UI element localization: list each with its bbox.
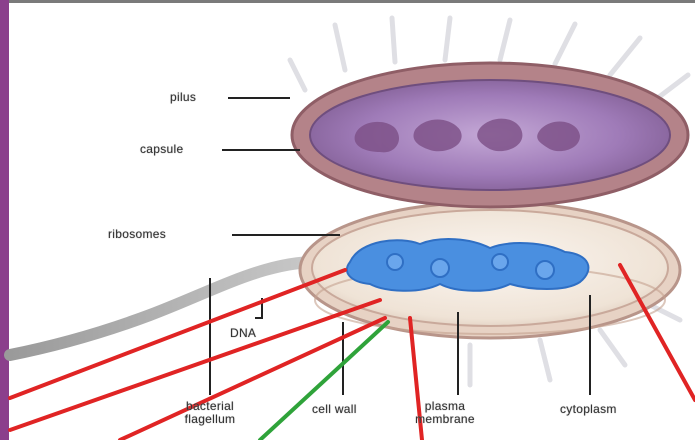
label-capsule: capsule (140, 142, 183, 156)
label-ribosomes: ribosomes (108, 227, 166, 241)
label-cell-wall: cell wall (312, 402, 357, 416)
green-pointer (260, 322, 388, 440)
dna-nucleoid (347, 239, 589, 291)
label-pilus: pilus (170, 90, 196, 104)
label-plasma-membrane: plasma membrane (405, 400, 485, 426)
flagellum (10, 262, 320, 355)
label-bacterial-flagellum: bacterial flagellum (160, 400, 260, 426)
label-cytoplasm: cytoplasm (560, 402, 617, 416)
label-dna: DNA (230, 326, 256, 340)
